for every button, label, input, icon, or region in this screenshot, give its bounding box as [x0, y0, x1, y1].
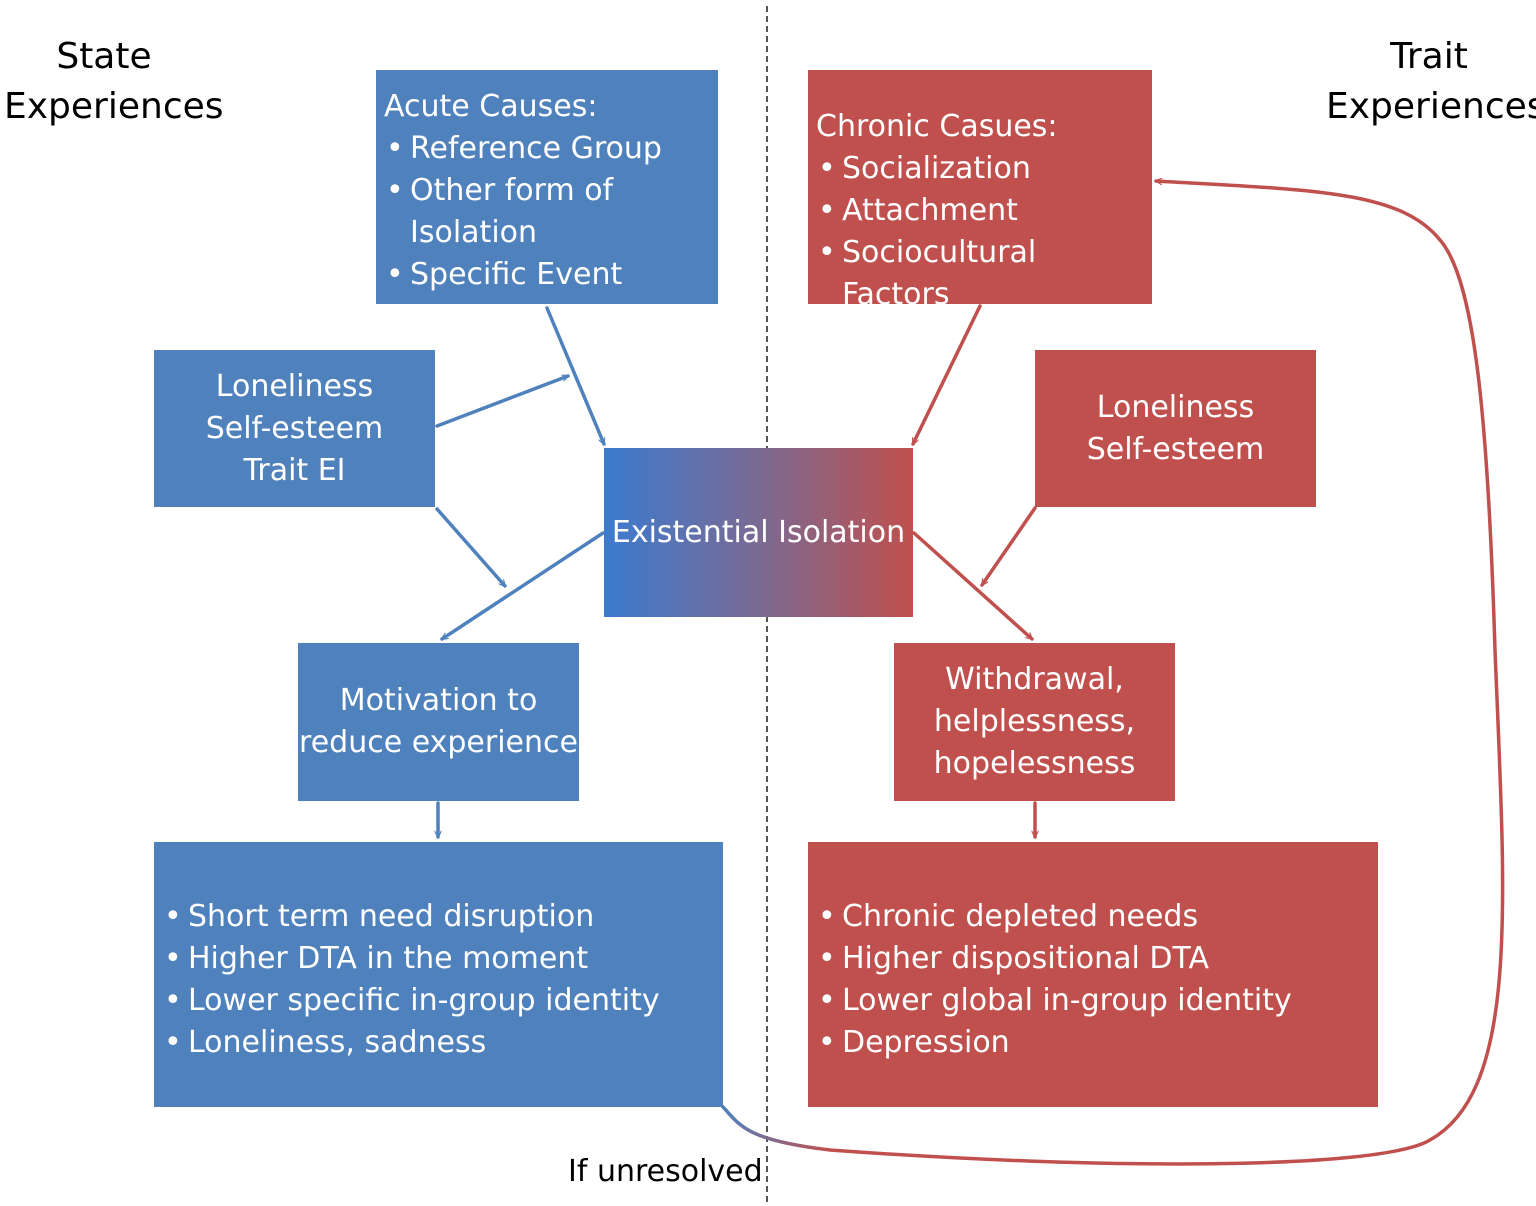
trait-outcomes-list: Chronic depleted needs Higher dispositio…	[816, 896, 1370, 1064]
motivation-label: reduce experience	[299, 725, 578, 760]
list-item: Other form of Isolation	[384, 170, 710, 254]
chronic-causes-list: Socialization Attachment Sociocultural F…	[816, 148, 1144, 316]
state-experiences-heading: State Experiences	[4, 32, 224, 132]
list-item: Sociocultural Factors	[816, 232, 1144, 316]
state-heading-line1: State	[56, 36, 152, 77]
state-outcomes-list: Short term need disruption Higher DTA in…	[162, 896, 715, 1064]
trait-experiences-heading: Trait Experiences	[1326, 32, 1536, 132]
chronic-causes-box: Chronic Casues: Socialization Attachment…	[808, 70, 1152, 312]
arrow-trait-moderators-to-withdrawal-path	[980, 506, 1037, 587]
arrow-state-moderators-to-acute-path	[435, 374, 568, 428]
list-item: Short term need disruption	[162, 896, 715, 938]
arrow-acute-to-center	[545, 306, 606, 444]
state-outcomes-box: Short term need disruption Higher DTA in…	[154, 842, 723, 1107]
moderator-label: Loneliness	[215, 368, 374, 404]
existential-isolation-label: Existential Isolation	[611, 514, 906, 550]
list-item: Attachment	[816, 190, 1144, 232]
trait-outcomes-box: Chronic depleted needs Higher dispositio…	[808, 842, 1378, 1107]
chronic-causes-title: Chronic Casues:	[816, 109, 1058, 144]
withdrawal-label: hopelessness	[933, 746, 1136, 781]
list-item: Chronic depleted needs	[816, 896, 1370, 938]
list-item: Socialization	[816, 148, 1144, 190]
list-item: Lower specific in-group identity	[162, 980, 715, 1022]
moderator-label: Trait EI	[243, 452, 346, 488]
if-unresolved-label: If unresolved	[568, 1154, 763, 1189]
withdrawal-box: Withdrawal, helplessness, hopelessness	[894, 643, 1175, 801]
list-item: Specific Event	[384, 254, 710, 296]
arrow-if-unresolved-loop	[721, 181, 1505, 1166]
arrow-center-to-motivation	[440, 531, 605, 641]
acute-causes-title: Acute Causes:	[384, 89, 598, 124]
list-item: Reference Group	[384, 128, 710, 170]
trait-moderators-box: Loneliness Self-esteem	[1035, 350, 1316, 507]
trait-heading-line2: Experiences	[1326, 86, 1536, 127]
arrow-state-moderators-to-motivation-path	[435, 507, 507, 588]
withdrawal-label: helplessness,	[933, 704, 1136, 739]
existential-isolation-box: Existential Isolation	[604, 448, 913, 617]
state-moderators-box: Loneliness Self-esteem Trait EI	[154, 350, 435, 507]
moderator-label: Self-esteem	[205, 410, 384, 446]
arrow-center-to-withdrawal	[912, 531, 1034, 641]
list-item: Depression	[816, 1022, 1370, 1064]
acute-causes-box: Acute Causes: Reference Group Other form…	[376, 70, 718, 304]
state-heading-line2: Experiences	[4, 86, 224, 127]
moderator-label: Loneliness	[1096, 389, 1255, 425]
list-item: Loneliness, sadness	[162, 1022, 715, 1064]
withdrawal-label: Withdrawal,	[945, 662, 1124, 697]
motivation-label: Motivation to	[339, 683, 538, 718]
trait-heading-line1: Trait	[1390, 36, 1468, 77]
arrow-chronic-to-center	[911, 304, 982, 444]
list-item: Lower global in-group identity	[816, 980, 1370, 1022]
motivation-box: Motivation to reduce experience	[298, 643, 579, 801]
list-item: Higher DTA in the moment	[162, 938, 715, 980]
list-item: Higher dispositional DTA	[816, 938, 1370, 980]
moderator-label: Self-esteem	[1086, 431, 1265, 467]
acute-causes-list: Reference Group Other form of Isolation …	[384, 128, 710, 296]
